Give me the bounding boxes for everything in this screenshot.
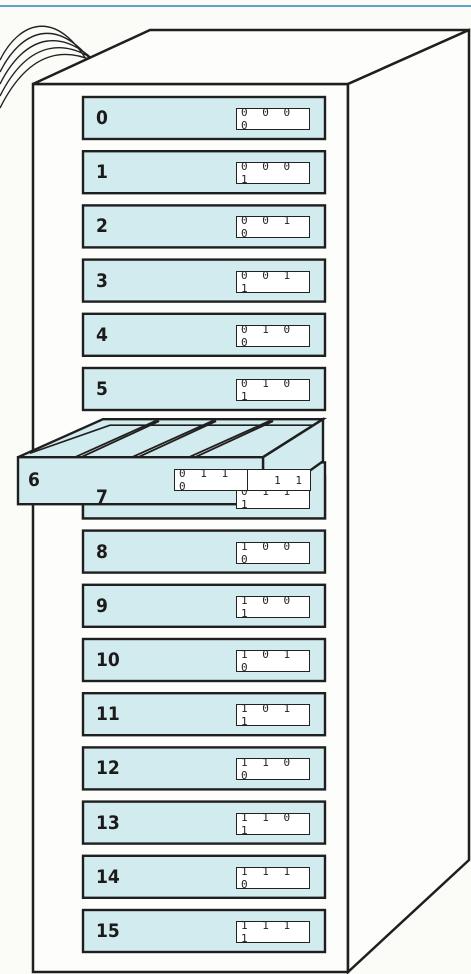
drawer-number-label: 3 [96,272,108,291]
binary-address-box: 0 0 1 1 [236,271,310,293]
drawer-number-label: 15 [96,922,120,941]
drawer-number-label: 5 [96,380,108,399]
cabinet-side [348,30,469,972]
binary-address-box: 0 0 1 0 [236,216,310,238]
binary-address-box: 1 1 0 0 [236,758,310,780]
binary-address-box: 1 0 1 1 [236,704,310,726]
drawer-number-label: 6 [28,471,40,490]
drawer-number-label: 12 [96,759,120,778]
binary-address-box: 0 0 0 1 [236,162,310,184]
binary-address-box: 1 0 1 0 [236,650,310,672]
binary-address-box: 0 1 0 0 [236,325,310,347]
binary-address-box: 0 0 0 0 [236,108,310,130]
drawer-number-label: 0 [96,109,108,128]
drawer-number-label: 14 [96,868,120,887]
drawer-number-label: 10 [96,651,120,670]
binary-address-box: 1 0 0 0 [236,542,310,564]
drawer-number-label: 8 [96,543,108,562]
binary-address-box: 1 1 1 1 [236,921,310,943]
partial-address-box: 1 1 [239,469,311,491]
binary-address-box: 1 1 0 1 [236,813,310,835]
binary-address-box: 1 1 1 0 [236,867,310,889]
binary-address-box: 1 0 0 1 [236,596,310,618]
binary-address-box: 0 1 0 1 [236,379,310,401]
binary-address-box: 0 1 1 0 [174,469,248,491]
drawer-number-label: 9 [96,597,108,616]
drawer-number-label: 2 [96,217,108,236]
drawer-number-label: 4 [96,326,108,345]
drawer-number-label: 11 [96,705,120,724]
drawer-number-label: 1 [96,163,108,182]
drawer-number-label: 7 [96,488,108,507]
drawer-number-label: 13 [96,814,120,833]
